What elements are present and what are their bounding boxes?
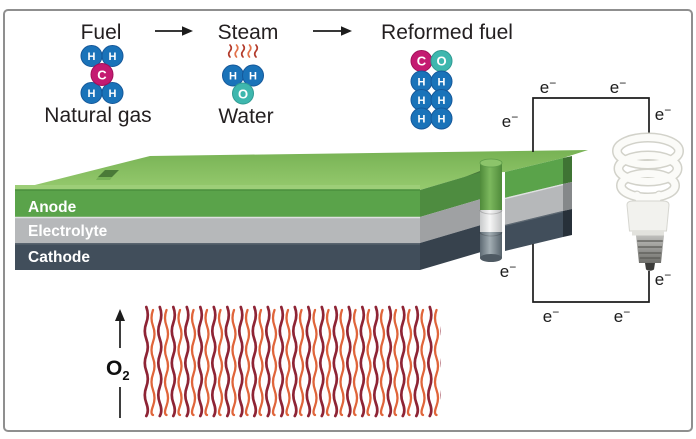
atom-h: H <box>438 77 446 89</box>
anode-front-face-right <box>505 158 563 198</box>
electrolyte-front-face <box>15 217 420 243</box>
bulb-base <box>626 200 670 232</box>
light-bulb-icon <box>612 132 684 271</box>
electrolyte-layer-label: Electrolyte <box>28 223 108 240</box>
anode-front-face <box>15 190 420 217</box>
electrolyte-top-edge-right <box>504 183 564 200</box>
cathode-side-face <box>563 209 572 237</box>
electron-label: e− <box>502 110 518 131</box>
steam-wiggle <box>227 44 233 58</box>
water-molecule-icon: H H O <box>222 44 264 105</box>
atom-h: H <box>418 114 426 126</box>
electron-label: e− <box>614 305 630 326</box>
cathode-layer-label: Cathode <box>28 249 90 266</box>
atom-c: C <box>97 68 107 83</box>
circuit-wires <box>532 97 650 303</box>
cathode-top-edge-right <box>504 210 564 227</box>
diagram-border <box>3 9 693 432</box>
top-face-notch-lip <box>96 177 112 180</box>
anode-side-face <box>563 156 572 184</box>
cathode-bevel-face <box>420 225 481 270</box>
steam-wiggle <box>253 44 259 58</box>
electron-label: e− <box>655 268 671 289</box>
anode-top-face <box>15 150 588 190</box>
bulb-screw-base <box>636 235 664 263</box>
oxygen-waves <box>143 304 441 422</box>
bulb-collar <box>632 231 664 236</box>
electron-label: e− <box>540 76 556 97</box>
top-face-notch <box>98 170 119 177</box>
electron-labels: e− e− e− e− e− e− e− e− <box>500 76 671 326</box>
water-caption: Water <box>218 105 273 128</box>
electrolyte-front-face-right <box>505 184 563 225</box>
atom-h: H <box>438 114 446 126</box>
screw-ridges <box>637 240 663 259</box>
oxygen-label: O2 <box>106 357 130 383</box>
atom-h: H <box>229 71 237 83</box>
circuit-wire-top <box>532 97 650 152</box>
atom-h: H <box>109 51 117 63</box>
atom-h: H <box>88 88 96 100</box>
reformed-fuel-label: Reformed fuel <box>381 21 513 44</box>
atom-h: H <box>109 88 117 100</box>
cathode-front-face <box>15 243 420 270</box>
interconnect-cylinder <box>479 158 503 262</box>
process-flow-row: Fuel Steam Reformed fuel Natural gas Wat… <box>44 21 513 128</box>
reformed-fuel-molecules-icon: C O H H H H H H <box>410 50 453 130</box>
atom-h: H <box>88 51 96 63</box>
oxygen-flow: O2 <box>106 304 441 422</box>
anode-layer-label: Anode <box>28 199 77 216</box>
arrow-steam-to-reformed-icon <box>313 26 352 36</box>
fuel-label: Fuel <box>81 21 122 44</box>
atom-h: H <box>418 77 426 89</box>
arrow-fuel-to-steam-icon <box>155 26 193 36</box>
electrolyte-bevel-face <box>420 199 481 243</box>
natural-gas-caption: Natural gas <box>44 104 151 127</box>
atom-h: H <box>418 95 426 107</box>
atom-h: H <box>438 95 446 107</box>
atom-h: H <box>249 71 257 83</box>
fuel-cell-stack: Anode Electrolyte Cathode <box>15 150 588 270</box>
steam-wiggle <box>247 44 252 58</box>
electron-label: e− <box>610 76 626 97</box>
cathode-front-face-right <box>505 211 563 251</box>
electron-label: e− <box>543 305 559 326</box>
bulb-tip <box>645 263 655 271</box>
electrolyte-side-face <box>563 182 572 211</box>
steam-wiggle <box>234 44 239 58</box>
top-face-front-highlight <box>15 185 420 190</box>
electron-label: e− <box>500 260 516 281</box>
anode-bevel-face <box>420 172 481 217</box>
atom-o: O <box>436 54 446 69</box>
oxygen-arrow-head-icon <box>115 309 125 321</box>
atom-o: O <box>238 87 248 102</box>
atom-c: C <box>417 54 427 69</box>
circuit-wire-bottom <box>532 244 650 303</box>
electron-label: e− <box>655 103 671 124</box>
steam-wiggle <box>240 44 246 58</box>
methane-molecule-icon: H H H H C <box>80 45 124 104</box>
steam-label: Steam <box>218 21 279 44</box>
